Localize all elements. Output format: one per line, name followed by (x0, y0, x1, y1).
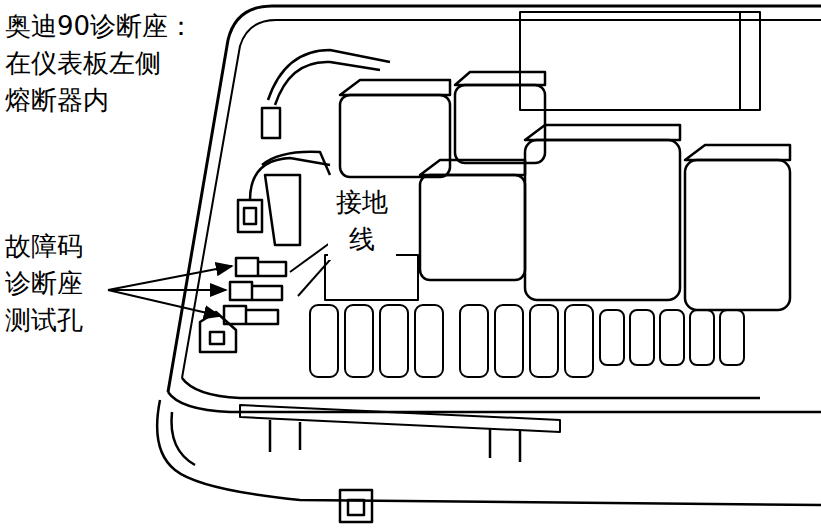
test-hole-label: 故障码 诊断座 测试孔 (5, 228, 97, 339)
ground-wire-label: 接地线 (328, 182, 396, 260)
location-note: 奥迪90诊断座： 在仪表板左侧 熔断器内 (5, 8, 230, 119)
